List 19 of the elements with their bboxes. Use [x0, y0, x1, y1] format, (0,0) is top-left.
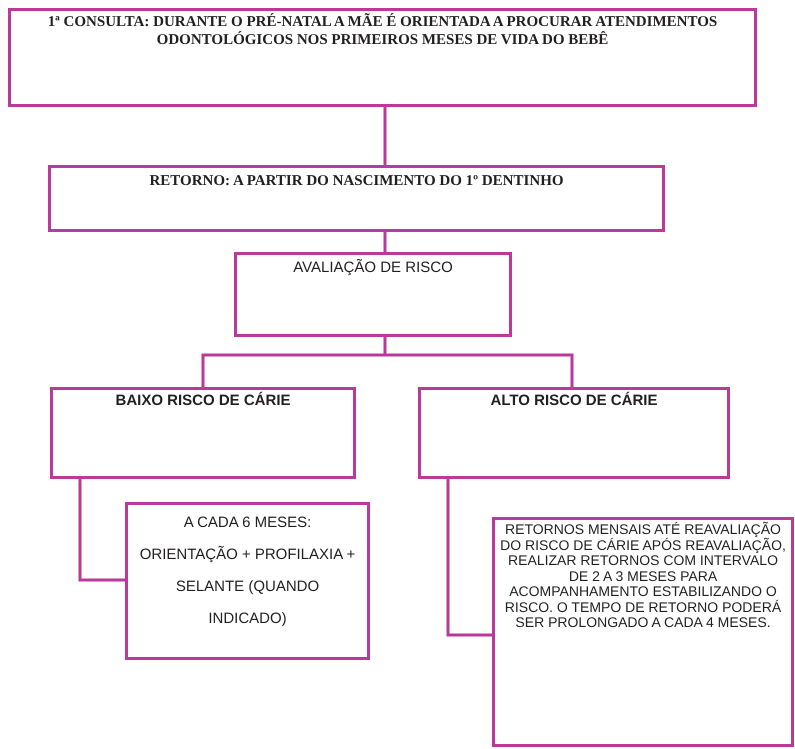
box-text: ALTO RISCO DE CÁRIE [490, 390, 658, 410]
box-text: 1ª CONSULTA: DURANTE O PRÉ-NATAL A MÃE É ORIENTADA A PROCURAR ATENDIMENTOS ODONTOLÓGICOS NOS PRIMEIROS MESES DE VIDA DO BEBÊ [46, 12, 718, 49]
connector-line [384, 107, 386, 165]
process-box [234, 252, 512, 337]
process-box [8, 8, 757, 107]
process-box [125, 502, 370, 660]
process-box [492, 517, 794, 747]
connector-line [384, 232, 386, 252]
process-box [50, 387, 356, 479]
connector-line [384, 337, 574, 387]
box-text: A CADA 6 MESES: ORIENTAÇÃO + PROFILAXIA + SELANTE (QUANDO INDICADO) [138, 513, 356, 629]
connector-line [446, 479, 492, 636]
process-box [48, 165, 665, 232]
box-text: BAIXO RISCO DE CÁRIE [115, 390, 291, 410]
connector-line [78, 479, 125, 582]
box-text: RETORNOS MENSAIS ATÉ REAVALIAÇÃO DO RISCO DE CÁRIE APÓS REAVALIAÇÃO, REALIZAR RETORNOS COM INTERVALO DE 2 A 3 MESES PARA ACOMPANHAMENTO ESTABILIZANDO O RISCO. O TEMPO DE RETORNO PODERÁ SER PROLONGADO A CADA 4 MESES. [499, 520, 787, 630]
box-text: AVALIAÇÃO DE RISCO [293, 258, 453, 277]
process-box [418, 387, 730, 479]
box-text: RETORNO: A PARTIR DO NASCIMENTO DO 1º DENTINHO [149, 172, 564, 190]
